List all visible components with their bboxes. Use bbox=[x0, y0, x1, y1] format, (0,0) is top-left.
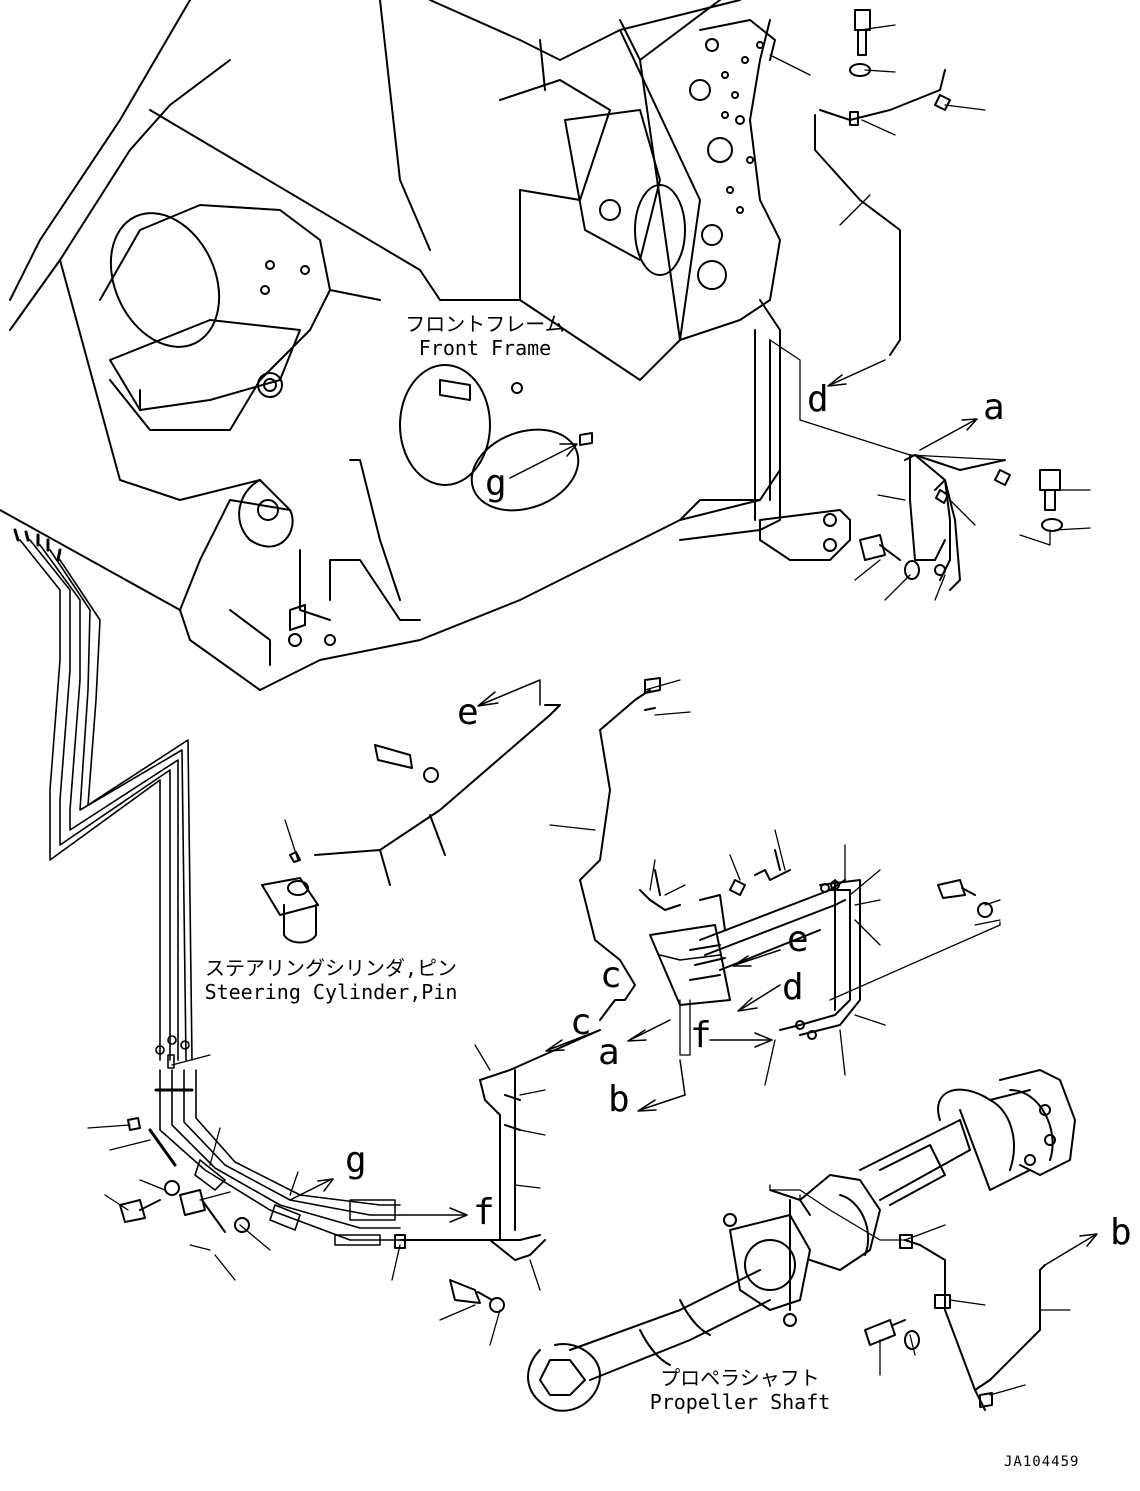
callout-e-right: e bbox=[787, 919, 809, 960]
callout-arrows bbox=[289, 359, 1098, 1266]
callout-e-left: e bbox=[457, 692, 479, 733]
propeller-shaft-drawing bbox=[119, 1069, 1076, 1412]
callout-d-right: d bbox=[782, 967, 804, 1008]
front-frame-label-en: Front Frame bbox=[418, 336, 552, 360]
callout-c-upper: c bbox=[600, 955, 622, 996]
callout-d-top: d bbox=[807, 379, 829, 420]
hose-bundle-drawing bbox=[13, 528, 401, 1246]
callout-f-center: f bbox=[690, 1015, 712, 1056]
valve-block-drawing bbox=[394, 677, 861, 1313]
callout-f-lower: f bbox=[473, 1192, 495, 1233]
propeller-shaft-label-jp: プロペラシャフト bbox=[660, 1366, 820, 1390]
steering-pin-drawing bbox=[261, 704, 561, 944]
callout-a-top: a bbox=[983, 387, 1005, 428]
front-frame-drawing bbox=[0, 0, 851, 691]
callout-a-center: a bbox=[598, 1032, 620, 1073]
steering-cylinder-label-jp: ステアリングシリンダ,ピン bbox=[204, 956, 458, 980]
callout-g-frame: g bbox=[485, 463, 507, 504]
document-id: JA104459 bbox=[1004, 1454, 1080, 1470]
propeller-shaft-label-en: Propeller Shaft bbox=[649, 1390, 831, 1414]
steering-cylinder-label-en: Steering Cylinder,Pin bbox=[204, 980, 458, 1004]
callout-b-shaft: b bbox=[1110, 1212, 1132, 1253]
callout-g-bundle: g bbox=[345, 1140, 367, 1181]
callout-b-center: b bbox=[608, 1079, 630, 1120]
right-bolts-drawing bbox=[814, 9, 1063, 918]
callout-c-lower: c bbox=[570, 1002, 592, 1043]
leader-lines bbox=[87, 24, 1091, 1396]
front-frame-label-jp: フロントフレーム bbox=[405, 312, 565, 336]
